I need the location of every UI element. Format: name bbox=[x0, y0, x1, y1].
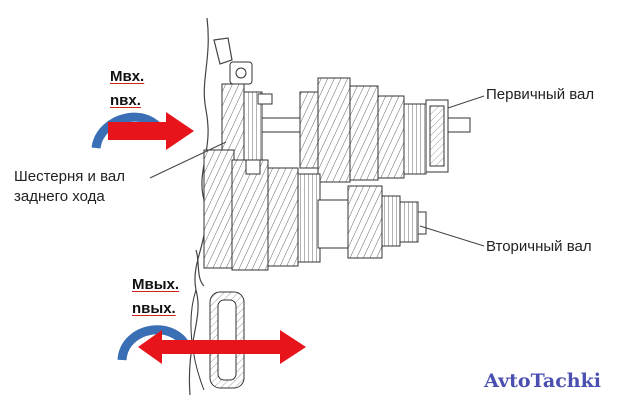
reverse-gear-label-line1: Шестерня и вал bbox=[14, 168, 125, 186]
input-speed-label: nвх. bbox=[110, 92, 141, 109]
watermark: AvtoTachki bbox=[484, 370, 601, 392]
reverse-gear-label-line2: заднего хода bbox=[14, 188, 105, 206]
secondary-shaft-assembly bbox=[318, 186, 426, 258]
secondary-shaft-label: Вторичный вал bbox=[486, 238, 592, 256]
output-speed-label: nвых. bbox=[132, 300, 176, 317]
input-torque-label: Mвх. bbox=[110, 68, 144, 85]
primary-shaft-label: Первичный вал bbox=[486, 86, 594, 104]
output-torque-label: Mвых. bbox=[132, 276, 179, 293]
